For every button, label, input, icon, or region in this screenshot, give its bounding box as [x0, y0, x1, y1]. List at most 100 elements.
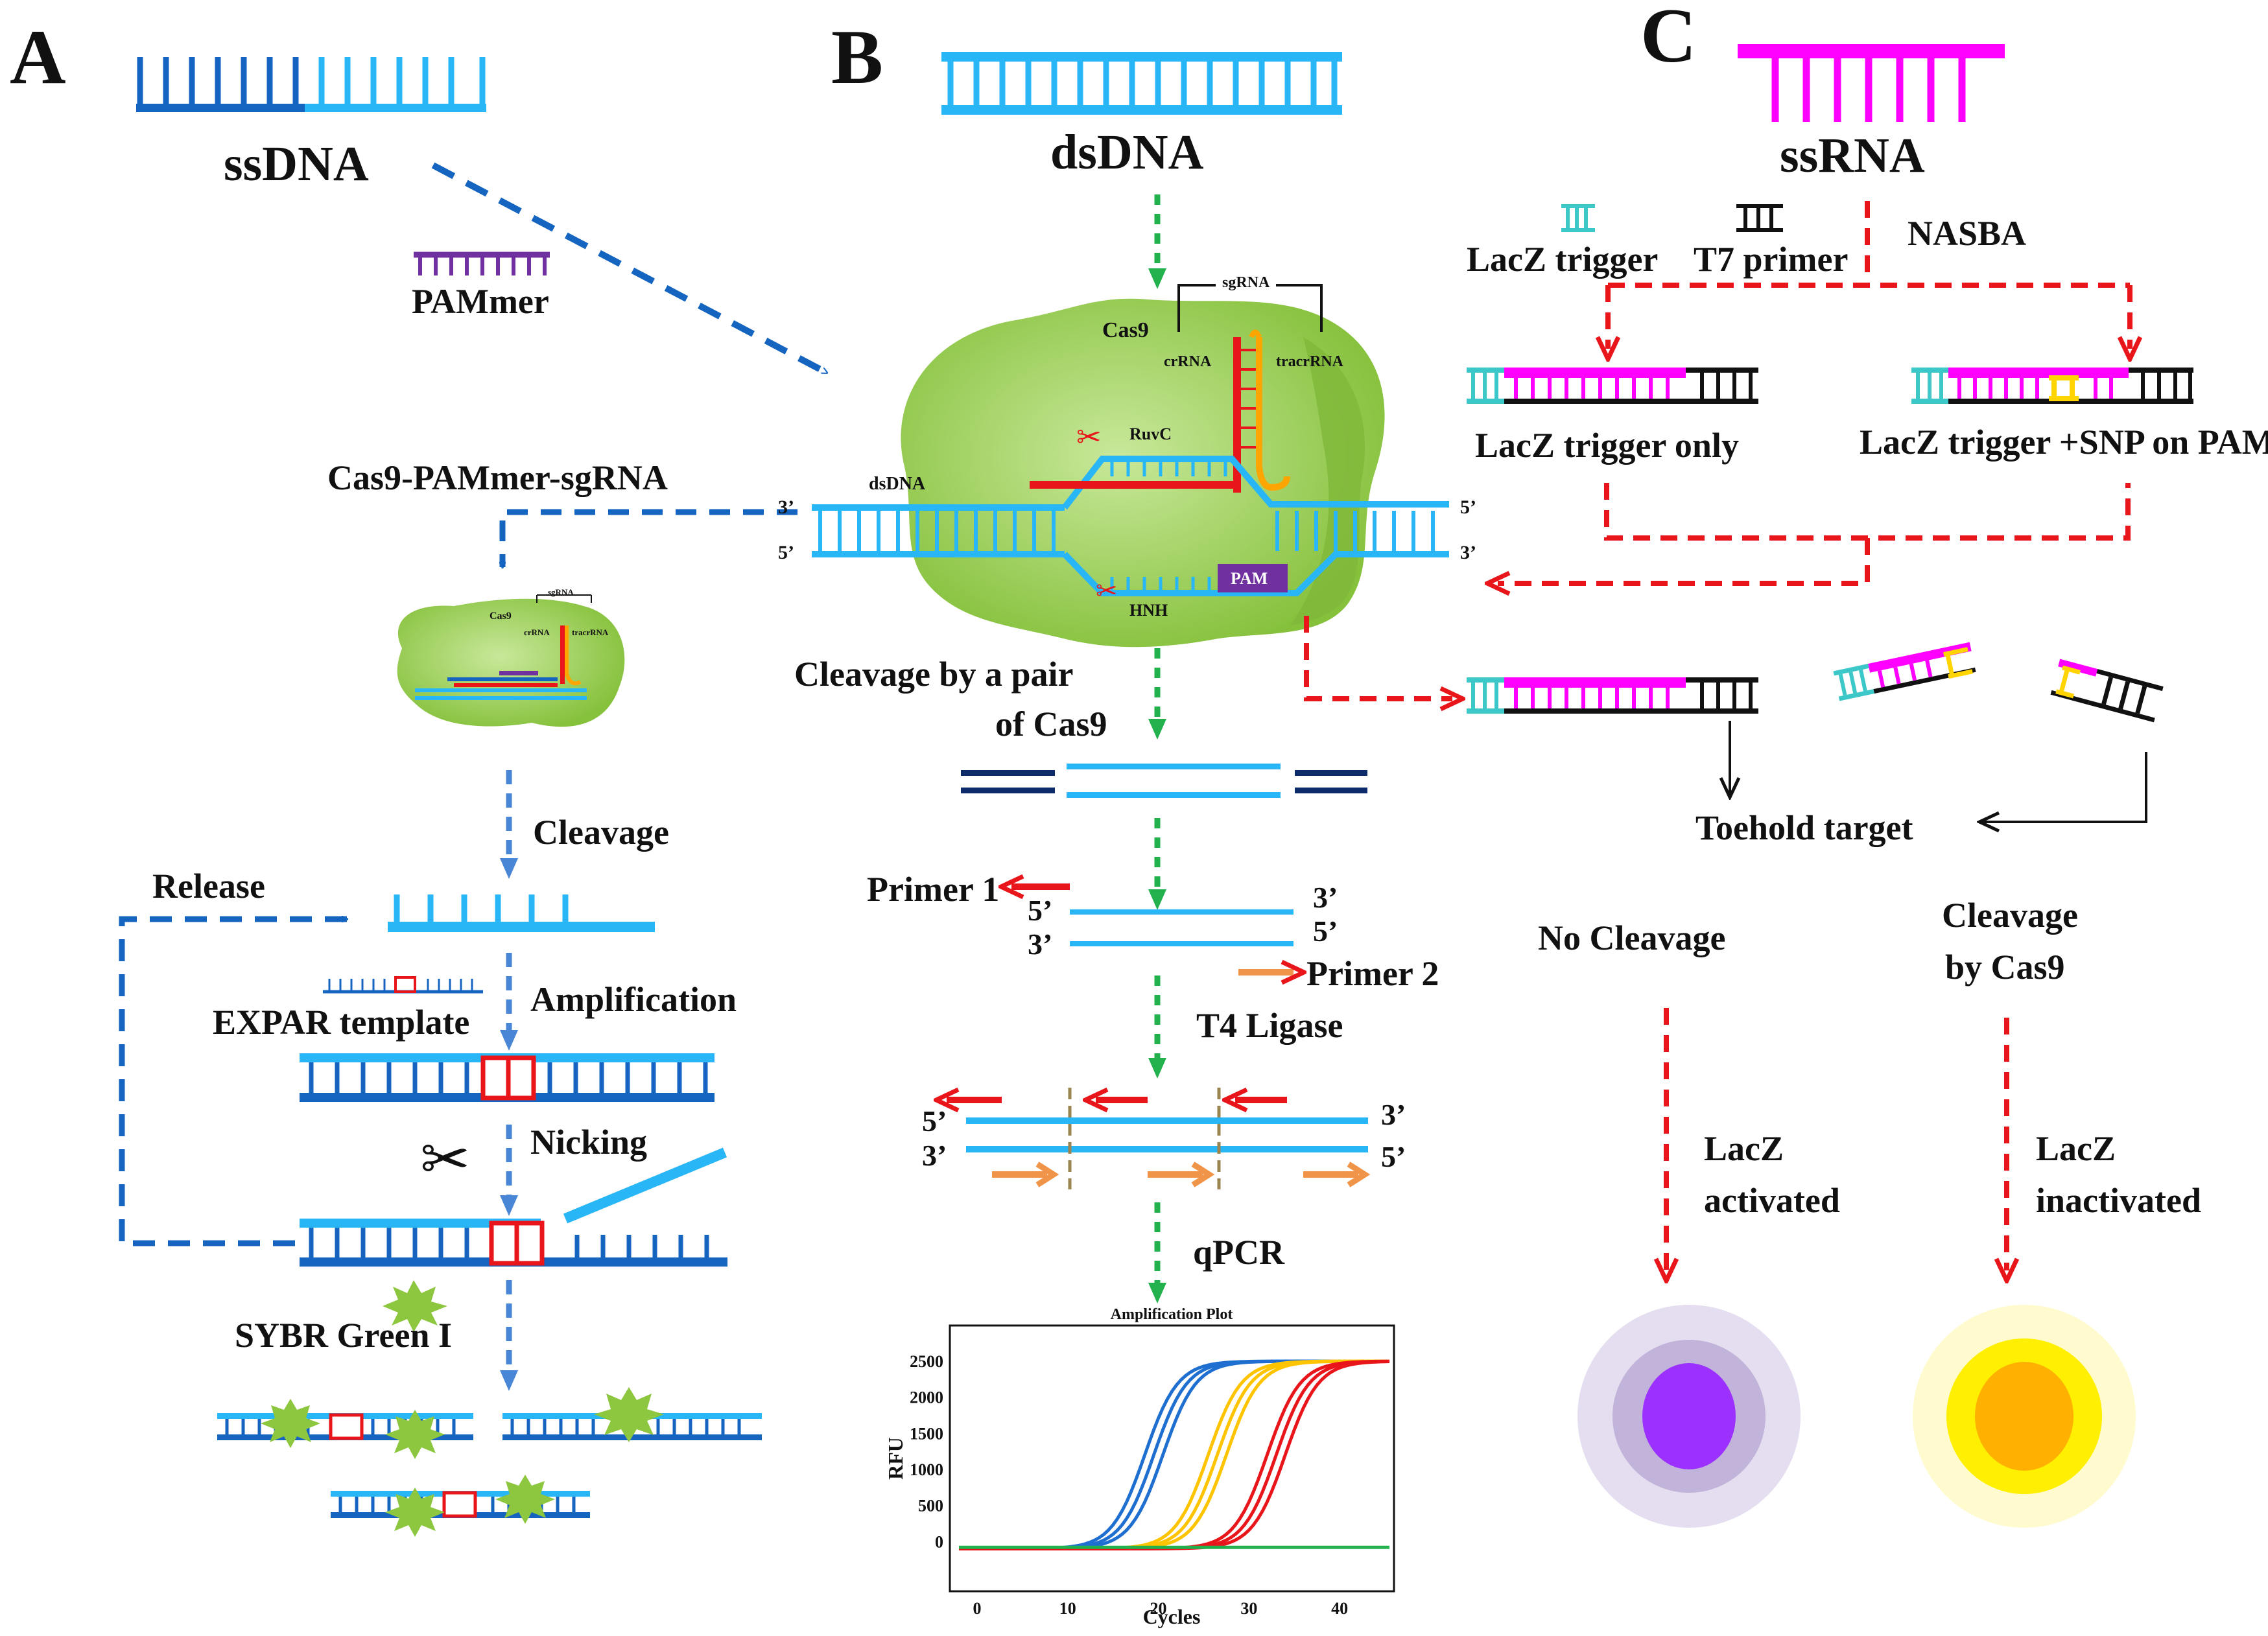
amplification-label: Amplification: [530, 980, 737, 1019]
end-3-left: 3’: [778, 497, 794, 518]
dsdna-ladder-icon: [941, 52, 1342, 115]
lig-end-3b: 3’: [1381, 1098, 1406, 1131]
lacz-inactivated-line2: inactivated: [2036, 1181, 2201, 1220]
ssrna-strand-icon: [1738, 44, 2005, 122]
amplified-duplex-icon: [300, 1053, 715, 1102]
pammer-label: PAMmer: [412, 282, 549, 321]
t7-primer-icon: [1736, 204, 1783, 232]
y-tick-label: 2500: [910, 1352, 943, 1371]
purple-colony-icon: [1577, 1305, 1801, 1528]
x-tick-label: 0: [973, 1599, 981, 1618]
cleavage-label: Cleavage: [533, 813, 669, 852]
ssdna-strand-icon: [136, 57, 486, 112]
primer2-label: Primer 2: [1306, 954, 1439, 993]
y-tick-label: 500: [918, 1497, 943, 1515]
product-duplex-2: [502, 1387, 762, 1442]
yellow-colony-icon: [1913, 1305, 2136, 1528]
chart-ylabel: RFU: [884, 1437, 907, 1480]
end-3-right: 3’: [1460, 542, 1476, 563]
pam-box: [1218, 564, 1288, 592]
expar-template-label: EXPAR template: [213, 1003, 469, 1042]
ruvc-label: RuvC: [1129, 425, 1172, 443]
ruvc-scissors-icon: ✂: [1076, 419, 1102, 454]
end-5-right: 5’: [1460, 497, 1476, 518]
ssrna-label: ssRNA: [1780, 128, 1925, 183]
crrna-label: crRNA: [1164, 353, 1212, 370]
nicked-duplex-icon: [300, 1147, 727, 1267]
lacz-trigger-snp-construct: [1911, 368, 2193, 404]
product-duplex-3: [331, 1475, 590, 1537]
y-tick-label: 1000: [910, 1460, 943, 1479]
primer-end-3a: 3’: [1028, 928, 1052, 961]
lacz-inactivated-line1: LacZ: [2036, 1129, 2116, 1168]
end-5-left: 5’: [778, 542, 794, 563]
toehold-intact-construct: [1467, 677, 1758, 714]
sgrna-hairpin-icon: [1233, 329, 1290, 493]
x-tick-label: 20: [1150, 1599, 1167, 1618]
release-label: Release: [152, 867, 265, 906]
ssdna-to-cas9-arrow: [431, 162, 827, 376]
pam-label: PAM: [1231, 569, 1268, 588]
lig-end-5b: 5’: [1381, 1140, 1406, 1173]
product-duplex-1: [217, 1399, 473, 1459]
lacz-trigger-label: LacZ trigger: [1467, 240, 1658, 279]
qpcr-label: qPCR: [1193, 1233, 1285, 1272]
toehold-target-label: Toehold target: [1695, 808, 1913, 847]
lacz-trigger-only-construct: [1467, 368, 1758, 404]
primer-duplex-icon: [1070, 909, 1293, 946]
primer-end-5a: 5’: [1028, 894, 1052, 927]
cas9-to-toehold-arrow: [1304, 616, 1452, 699]
primer1-label: Primer 1: [867, 870, 999, 909]
trigger-only-label: LacZ trigger only: [1475, 426, 1739, 465]
mini-cas9-complex: Cas9 sgRNA crRNA tracrRNA: [397, 587, 625, 727]
tracrrna-label: tracrRNA: [1276, 353, 1344, 370]
chart-xlabel: Cycles: [1143, 1605, 1201, 1628]
y-tick-label: 0: [935, 1532, 943, 1551]
trigger-snp-label: LacZ trigger +SNP on PAM: [1860, 423, 2268, 462]
cleaved-fragments-icon: [961, 764, 1367, 798]
lacz-activated-line2: activated: [1704, 1181, 1840, 1220]
hnh-scissors-icon: ✂: [1096, 576, 1118, 606]
toehold-left-arrow: [1981, 752, 2147, 822]
y-tick-label: 1500: [910, 1424, 943, 1443]
mini-crrna-label: crRNA: [524, 627, 550, 637]
sybr-burst-icon: [383, 1280, 447, 1332]
nasba-label: NASBA: [1908, 214, 2026, 253]
primer-end-3b: 3’: [1313, 881, 1338, 914]
primer-end-5b: 5’: [1313, 915, 1338, 948]
target-dsdna-icon: [812, 456, 1449, 596]
sgrna-bracket: [1177, 284, 1323, 332]
cleavage-pair-line1: Cleavage by a pair: [794, 655, 1073, 694]
chart-title: Amplification Plot: [1111, 1306, 1233, 1323]
toehold-cleaved-piece-left: [1833, 642, 1976, 701]
lig-end-5a: 5’: [922, 1104, 947, 1138]
lacz-activated-line1: LacZ: [1704, 1129, 1784, 1168]
x-tick-label: 30: [1240, 1599, 1257, 1618]
t4-ligase-label: T4 Ligase: [1196, 1006, 1343, 1045]
sgrna-label: sgRNA: [1222, 274, 1270, 291]
released-fragment-icon: [388, 894, 655, 932]
ligated-product-icon: [947, 1088, 1371, 1189]
merge-to-cas9-arrow: [1498, 483, 2131, 583]
target-dsdna-label: dsDNA: [869, 474, 926, 494]
x-tick-label: 40: [1331, 1599, 1348, 1618]
panel-c-label: C: [1640, 0, 1697, 78]
lig-end-3a: 3’: [922, 1139, 947, 1172]
mini-tracrrna-label: tracrRNA: [572, 627, 609, 637]
cleavage-cas9-line1: Cleavage: [1942, 896, 2078, 935]
cleavage-cas9-line2: by Cas9: [1945, 948, 2065, 987]
no-cleavage-label: No Cleavage: [1538, 918, 1725, 957]
expar-template-icon: [323, 976, 483, 994]
panel-b-label: B: [831, 14, 883, 100]
t7-primer-label: T7 primer: [1694, 240, 1848, 279]
ssdna-label: ssDNA: [224, 137, 369, 191]
cleavage-pair-line2: of Cas9: [995, 705, 1107, 743]
cas9-pammer-sgrna-label: Cas9-PAMmer-sgRNA: [327, 458, 668, 497]
sybr-green-label: SYBR Green I: [235, 1316, 452, 1355]
dsdna-label: dsDNA: [1050, 125, 1204, 180]
toehold-cleaved-piece-right: [2050, 659, 2164, 723]
pammer-strand-icon: [414, 251, 550, 275]
scissors-icon: ✂: [420, 1125, 470, 1194]
